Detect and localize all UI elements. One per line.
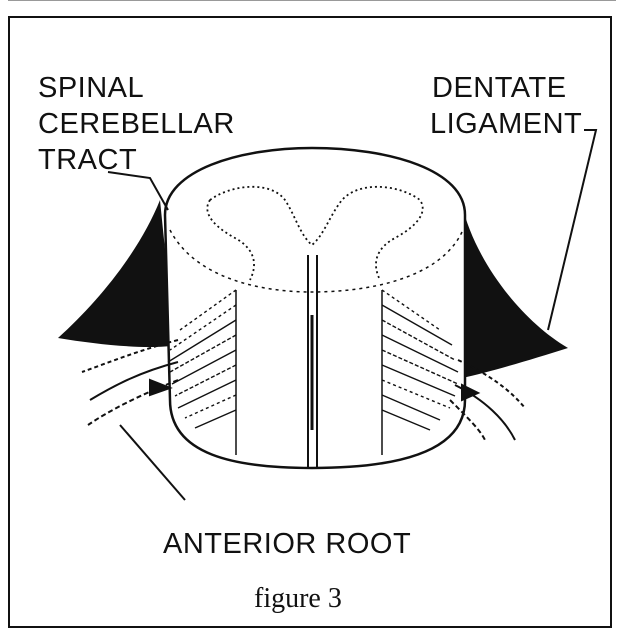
left-dentate-ligament bbox=[58, 200, 178, 347]
dentate-ligament-leader bbox=[548, 130, 596, 330]
figure-caption: figure 3 bbox=[254, 583, 342, 615]
spinal-label-line1: SPINAL bbox=[38, 72, 144, 105]
anterior-root-leader bbox=[120, 425, 185, 500]
spinal-label-line3: TRACT bbox=[38, 144, 137, 177]
left-anterior-root bbox=[82, 340, 178, 425]
anterior-root-label: ANTERIOR ROOT bbox=[163, 528, 411, 561]
dentate-label-line1: DENTATE bbox=[432, 72, 567, 105]
dentate-label-line2: LIGAMENT bbox=[430, 108, 582, 141]
spinal-label-line2: CEREBELLAR bbox=[38, 108, 235, 141]
right-dentate-ligament bbox=[462, 205, 568, 378]
